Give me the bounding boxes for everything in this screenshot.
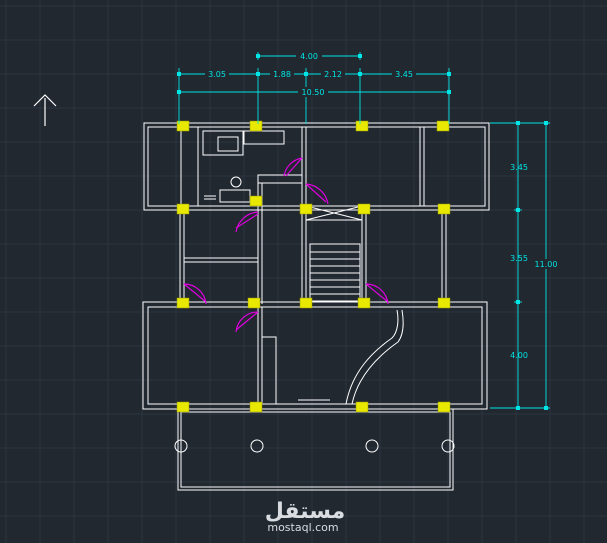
column <box>437 203 451 215</box>
column <box>436 120 450 132</box>
column <box>247 297 261 309</box>
dimension-lines <box>178 52 550 409</box>
dim-segment-2: 1.88 <box>273 70 291 79</box>
column <box>355 120 369 132</box>
columns <box>176 120 451 413</box>
doors <box>183 157 389 333</box>
dim-right-1: 3.45 <box>510 163 528 172</box>
column <box>299 297 313 309</box>
column <box>357 203 371 215</box>
column <box>176 120 190 132</box>
column <box>437 297 451 309</box>
dim-right-3: 4.00 <box>510 351 528 360</box>
dim-segment-1: 3.05 <box>208 70 226 79</box>
column <box>249 120 263 132</box>
column <box>357 297 371 309</box>
dim-segment-3: 2.12 <box>324 70 342 79</box>
column <box>176 401 190 413</box>
dim-total-width: 10.50 <box>302 88 325 97</box>
dim-right-2: 3.55 <box>510 254 528 263</box>
dim-total-height: 11.00 <box>535 260 558 269</box>
dim-top-span: 4.00 <box>300 52 318 61</box>
column <box>437 401 451 413</box>
watermark-latin: mostaql.com <box>267 521 338 534</box>
column <box>249 401 263 413</box>
watermark-arabic: مستقل <box>265 499 345 524</box>
walls <box>142 122 490 491</box>
column <box>176 297 190 309</box>
north-arrow-icon <box>33 94 57 126</box>
dimension-ticks <box>177 54 548 410</box>
dim-segment-4: 3.45 <box>395 70 413 79</box>
column <box>355 401 369 413</box>
column <box>299 203 313 215</box>
column <box>176 203 190 215</box>
column <box>249 195 263 207</box>
